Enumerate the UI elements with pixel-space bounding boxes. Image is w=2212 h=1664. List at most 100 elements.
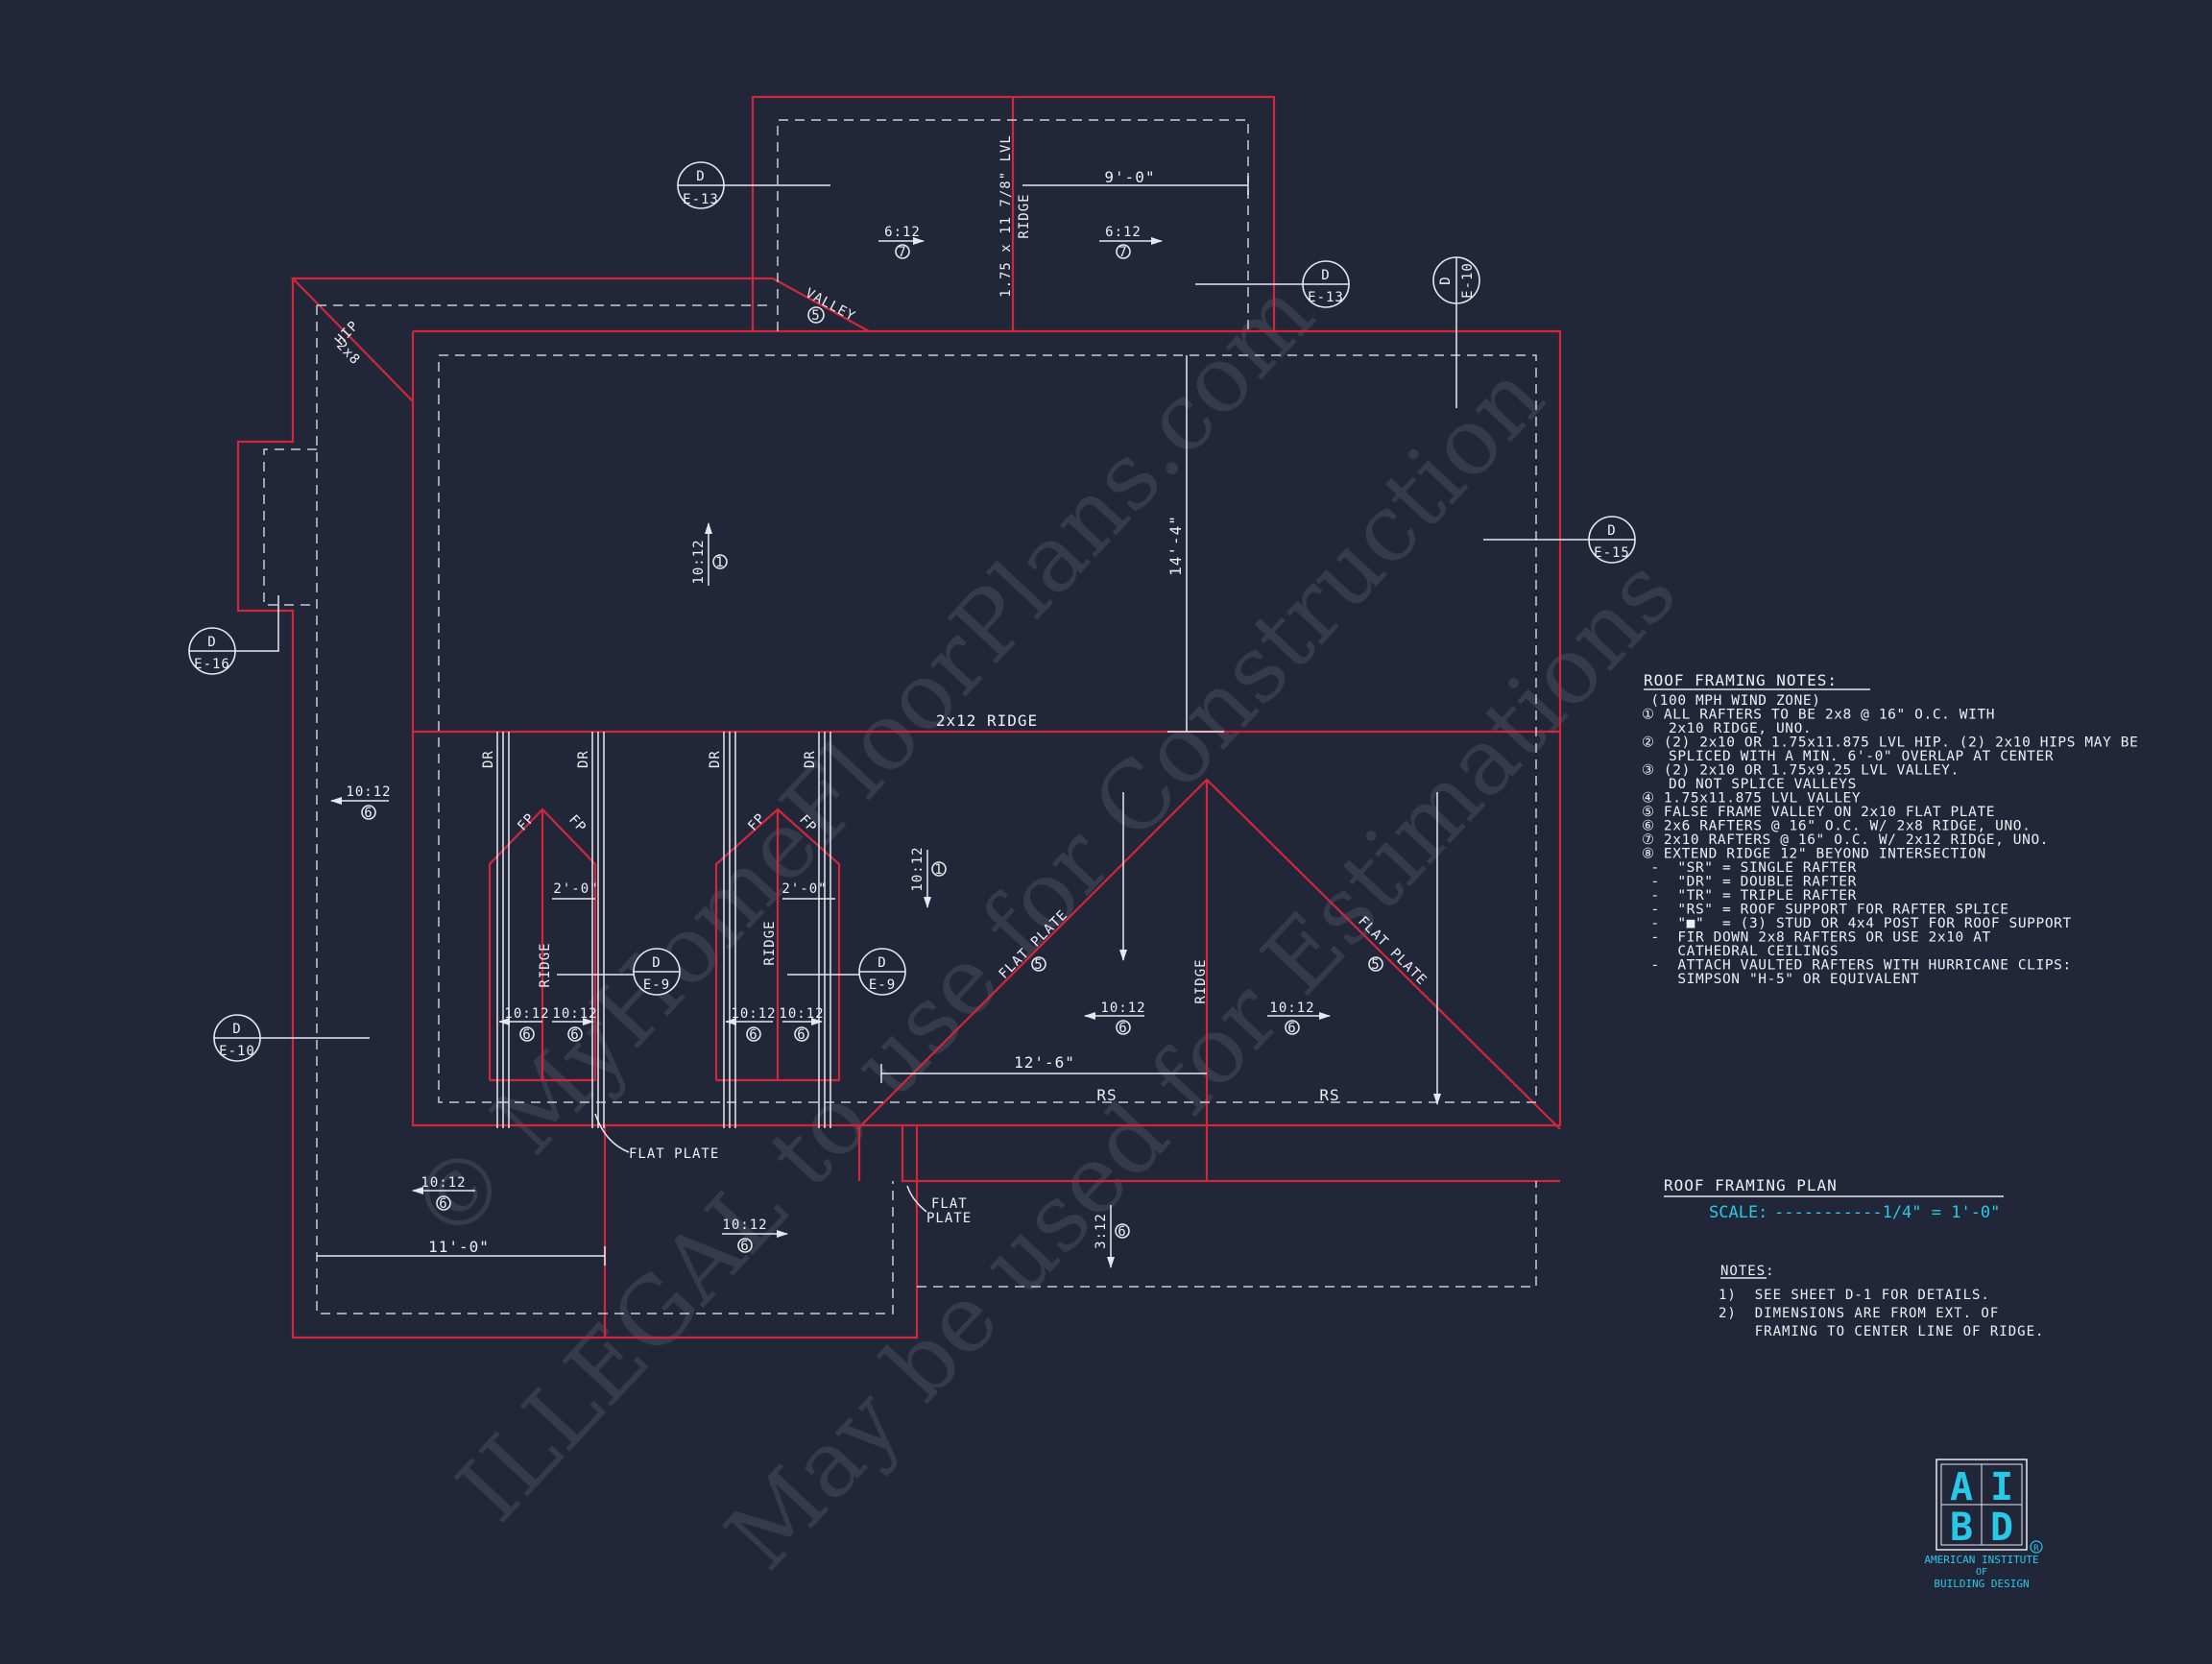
- note-line: - "■" = (3) STUD OR 4x4 POST FOR ROOF SU…: [1642, 916, 2072, 931]
- section-letter: D: [1607, 523, 1616, 539]
- left-wing-wall-dash: [316, 305, 894, 1314]
- section-letter: D: [696, 169, 705, 184]
- section-sheet: E-9: [643, 977, 670, 993]
- lvl-ridge-type: RIDGE: [1017, 193, 1032, 238]
- key-number: 1: [715, 555, 724, 570]
- key-number: 1: [934, 862, 943, 878]
- note-line: FRAMING TO CENTER LINE OF RIDGE.: [1719, 1324, 2044, 1339]
- porch-wall-dash: [917, 1181, 1537, 1288]
- scale-value: -----------1/4" = 1'-0": [1774, 1203, 2000, 1222]
- key-number: 6: [570, 1027, 579, 1043]
- pitch-label: 6:12: [1105, 225, 1142, 240]
- key-number: 6: [1287, 1021, 1296, 1036]
- note-line: ⑥ 2x6 RAFTERS @ 16" O.C. W/ 2x8 RIDGE, U…: [1642, 819, 2031, 834]
- key-bubble: [1115, 1223, 1130, 1239]
- section-marker-e9-right[interactable]: D E-9: [858, 948, 906, 996]
- key-bubble: [1116, 1020, 1131, 1035]
- logo-frame: [1936, 1459, 2028, 1551]
- section-letter: D: [232, 1022, 241, 1037]
- general-notes-title: NOTES:: [1720, 1264, 1775, 1279]
- section-sheet: E-15: [1594, 545, 1630, 561]
- aibd-logo: A I B D R AMERICAN INSTITUTE OF BUILDING…: [1924, 1459, 2043, 1590]
- general-notes-lines: 1) SEE SHEET D-1 FOR DETAILS.2) DIMENSIO…: [1719, 1288, 2044, 1339]
- front-gable-ridge-label: RIDGE: [1193, 958, 1209, 1003]
- pitch-label: 10:12: [731, 1006, 776, 1022]
- note-line: ① ALL RAFTERS TO BE 2x8 @ 16" O.C. WITH: [1642, 708, 1995, 723]
- logo-letter: B: [1950, 1506, 1973, 1550]
- note-line: ⑧ EXTEND RIDGE 12" BEYOND INTERSECTION: [1642, 847, 1986, 862]
- key-number: 6: [439, 1196, 447, 1212]
- dormer-1-outline: [488, 808, 597, 1082]
- key-bubble: [712, 554, 728, 569]
- section-letter: D: [207, 635, 216, 650]
- rafter-lines: [496, 732, 859, 1128]
- section-sheet: E-9: [869, 977, 896, 993]
- dim-9-0: 9'-0": [1104, 168, 1155, 186]
- wall-lines: [263, 119, 1537, 1314]
- section-marker-e13-left[interactable]: D E-13: [677, 161, 830, 209]
- dim-2-0: 2'-0": [781, 881, 827, 897]
- section-marker-e13-right[interactable]: D E-13: [1195, 260, 1350, 308]
- key-bubble: [746, 1026, 761, 1042]
- dim-14-4: 14'-4": [1166, 515, 1185, 576]
- note-line: SPLICED WITH A MIN. 6'-0" OVERLAP AT CEN…: [1642, 749, 2054, 764]
- key-bubble: [1116, 244, 1131, 259]
- note-line: CATHEDRAL CEILINGS: [1642, 944, 1839, 959]
- key-number: 6: [749, 1027, 757, 1043]
- main-ridge-label: 2x12 RIDGE: [936, 711, 1038, 730]
- key-number: 6: [740, 1239, 749, 1254]
- dim-2-0: 2'-0": [553, 881, 598, 897]
- section-markers: D E-13 D E-13 D E-10 D E-15: [188, 161, 1636, 1062]
- note-line: ② (2) 2x10 OR 1.75x11.875 LVL HIP. (2) 2…: [1642, 736, 2138, 751]
- rs-label: RS: [1319, 1086, 1339, 1104]
- note-line: (100 MPH WIND ZONE): [1642, 693, 1821, 709]
- pitch-label: 10:12: [1269, 1001, 1314, 1016]
- section-marker-e15[interactable]: D E-15: [1483, 516, 1636, 564]
- logo-line-1: AMERICAN INSTITUTE: [1924, 1554, 2038, 1566]
- left-hip-outline: [290, 277, 870, 402]
- note-line: SIMPSON "H-5" OR EQUIVALENT: [1642, 972, 1919, 987]
- note-line: DO NOT SPLICE VALLEYS: [1642, 777, 1857, 792]
- flat-plate-leader: [906, 1185, 927, 1213]
- scale-label: SCALE:: [1709, 1203, 1767, 1222]
- key-bubble: [567, 1026, 583, 1042]
- key-number: 6: [1118, 1224, 1126, 1240]
- key-number: 5: [1034, 957, 1043, 973]
- registered-mark: [2030, 1540, 2043, 1554]
- notes-lines: (100 MPH WIND ZONE)① ALL RAFTERS TO BE 2…: [1642, 693, 2138, 987]
- note-line: - ATTACH VAULTED RAFTERS WITH HURRICANE …: [1642, 958, 2072, 974]
- key-number: 6: [797, 1027, 805, 1043]
- key-bubble: [436, 1195, 451, 1211]
- rs-label: RS: [1096, 1086, 1117, 1104]
- key-number: 7: [1118, 245, 1127, 260]
- main-wall-dash: [438, 354, 1537, 1103]
- key-bubble: [895, 244, 910, 259]
- dr-label: DR: [576, 750, 591, 768]
- note-line: - "DR" = DOUBLE RAFTER: [1642, 875, 1857, 890]
- section-marker-e16[interactable]: D E-16: [188, 595, 279, 675]
- plan-title: ROOF FRAMING PLAN: [1664, 1176, 1838, 1194]
- key-bubble: [1368, 956, 1383, 972]
- section-letter: D: [1438, 276, 1454, 284]
- flat-callout: FLAT: [931, 1196, 968, 1212]
- section-marker-e10-left[interactable]: D E-10: [213, 1014, 370, 1062]
- pitch-label: 10:12: [504, 1006, 549, 1022]
- note-line: - "TR" = TRIPLE RAFTER: [1642, 888, 1857, 904]
- section-marker-e10-top[interactable]: D E-10: [1432, 256, 1480, 408]
- section-letter: D: [1321, 268, 1330, 283]
- dim-12-6: 12'-6": [1014, 1053, 1075, 1072]
- flat-plate-callout: FLAT PLATE: [629, 1146, 719, 1162]
- note-line: 2) DIMENSIONS ARE FROM EXT. OF: [1719, 1306, 1999, 1321]
- pitch-label: 10:12: [346, 784, 391, 800]
- section-marker-e9-left[interactable]: D E-9: [633, 948, 681, 996]
- dim-11-0: 11'-0": [428, 1238, 490, 1256]
- key-number: 5: [811, 308, 820, 324]
- dr-label: DR: [708, 750, 723, 768]
- section-sheet: E-13: [683, 192, 719, 207]
- bay-wall-dash: [263, 448, 317, 606]
- dr-label: DR: [481, 750, 496, 768]
- general-notes: NOTES: 1) SEE SHEET D-1 FOR DETAILS.2) D…: [1719, 1264, 2044, 1339]
- key-number: 5: [1371, 957, 1380, 973]
